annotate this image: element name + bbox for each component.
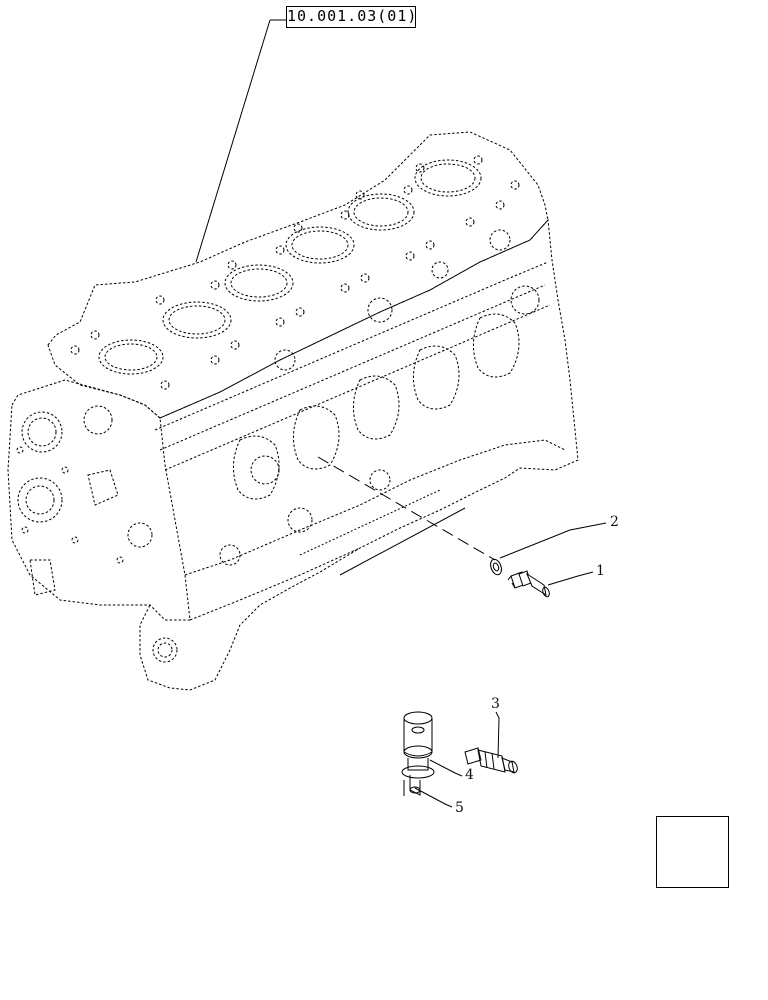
callout-4[interactable]: 4 xyxy=(465,767,474,783)
engine-block xyxy=(7,131,579,691)
pressure-switch-part-4 xyxy=(401,711,435,779)
leader-2 xyxy=(499,522,607,559)
gallery-line-2 xyxy=(299,489,441,556)
navigation-button[interactable] xyxy=(656,816,729,888)
gallery-line xyxy=(339,507,466,576)
callout-5[interactable]: 5 xyxy=(455,800,464,816)
callout-1[interactable]: 1 xyxy=(596,563,605,579)
leader-4 xyxy=(429,759,463,777)
washer-part-2 xyxy=(490,558,502,576)
sensor-part-3 xyxy=(464,747,518,774)
reference-label[interactable]: 10.001.03(01) xyxy=(286,6,416,28)
callout-3[interactable]: 3 xyxy=(491,696,500,712)
callout-2[interactable]: 2 xyxy=(610,514,619,530)
leader-5 xyxy=(414,787,453,808)
leader-1 xyxy=(547,571,594,586)
assembly-line xyxy=(317,456,496,561)
plug-part-1 xyxy=(507,570,550,598)
fitting-part-5 xyxy=(403,775,421,796)
reference-leader-line xyxy=(195,19,271,263)
leader-3 xyxy=(495,711,500,759)
